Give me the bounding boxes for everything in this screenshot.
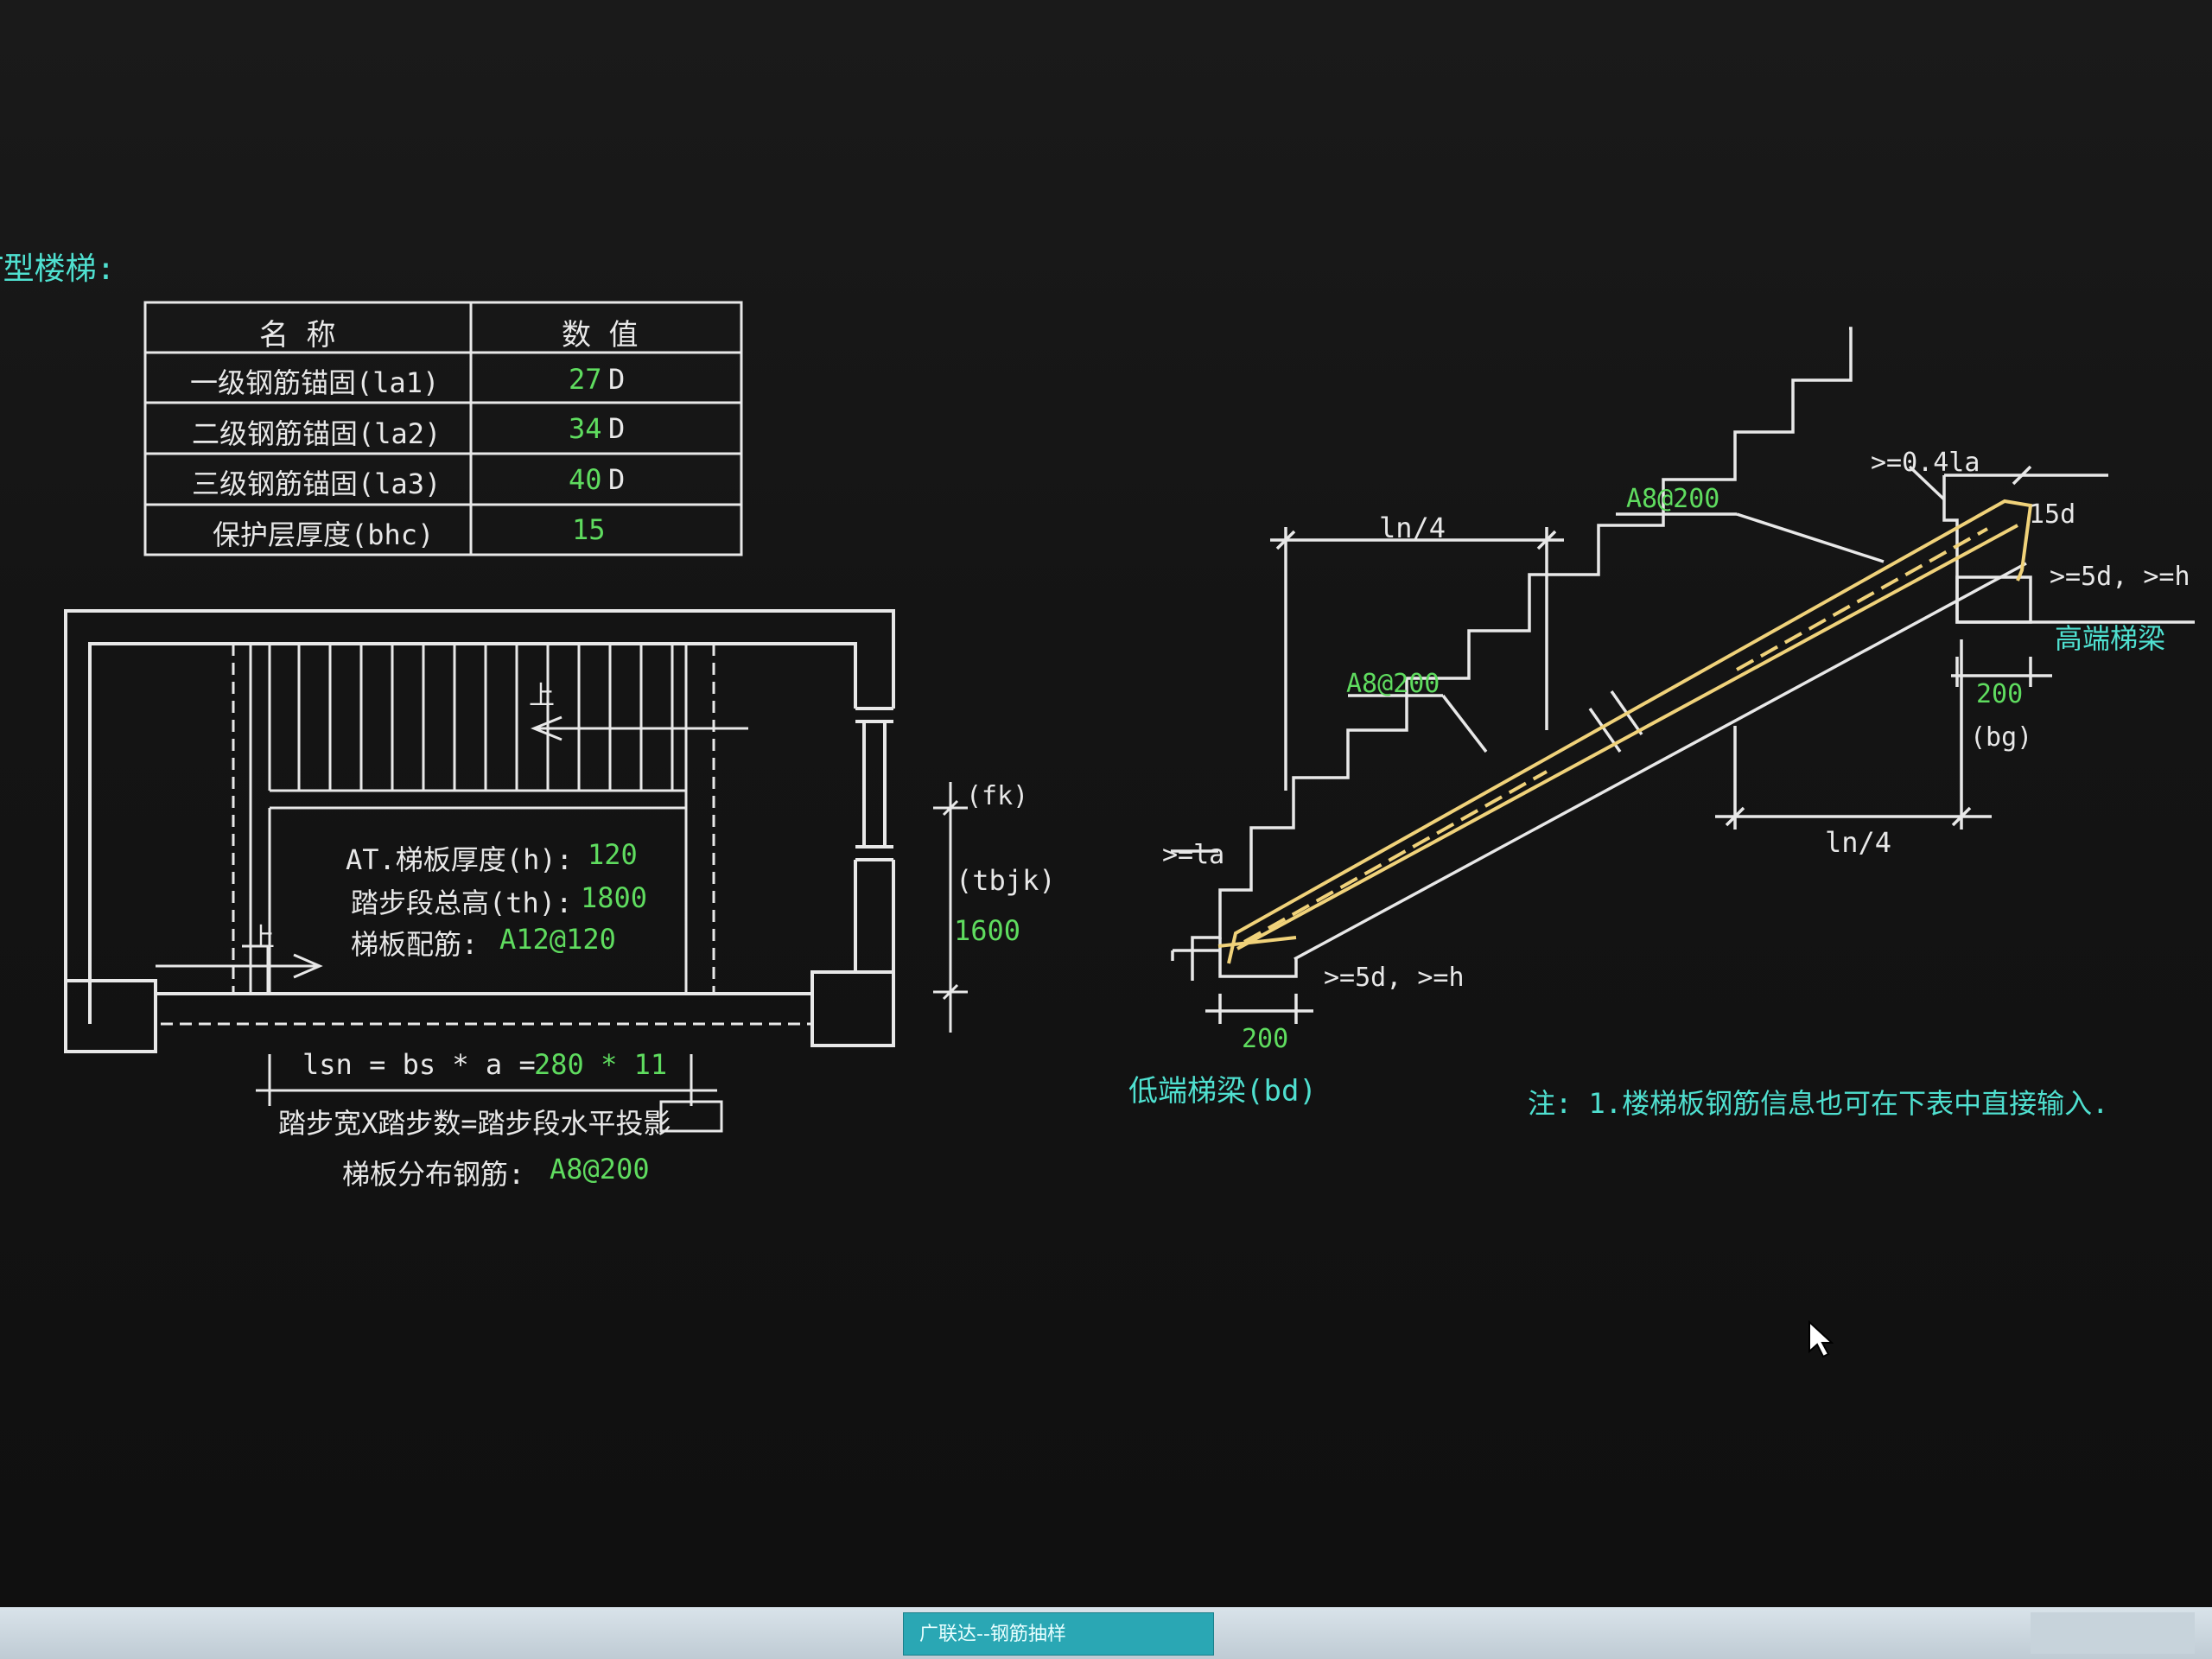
system-tray[interactable]	[2031, 1612, 2195, 1654]
table-row-unit: D	[608, 363, 626, 396]
stair-width-value[interactable]: 1600	[954, 914, 1021, 947]
anchor-top-label: >=0.4la	[1871, 448, 1980, 478]
table-row-value[interactable]: 34	[569, 412, 602, 445]
lsn-formula-value[interactable]: 280 * 11	[534, 1048, 668, 1081]
stair-plan-drawing	[64, 609, 968, 1133]
table-header-name: 名 称	[259, 318, 336, 353]
ln4-top-label: ln/4	[1379, 512, 1446, 544]
taskbar-window-button[interactable]: 广联达--钢筋抽样	[903, 1612, 1214, 1656]
rebar-mid-label[interactable]: A8@200	[1346, 669, 1440, 699]
low-beam-label: 低端梯梁(bd)	[1128, 1074, 1317, 1109]
formula-description: 踏步宽X踏步数=踏步段水平投影	[278, 1107, 671, 1140]
table-row-name: 二级钢筋锚固(la2)	[192, 417, 442, 450]
high-beam-label: 高端梯梁	[2055, 622, 2166, 655]
lsn-formula-prefix: lsn = bs * a =	[302, 1048, 536, 1081]
slab-rebar-label: 梯板配筋:	[351, 928, 479, 961]
stair-type-heading: T型楼梯:	[0, 251, 116, 287]
table-row-unit: D	[608, 412, 626, 445]
rebar-table-frame	[143, 301, 743, 556]
ln4-bottom-label: ln/4	[1825, 826, 1892, 859]
cad-drawing-area[interactable]: T型楼梯: 名 称 数 值 一级钢筋锚固(la1) 27 D 二级钢筋锚固(la…	[0, 0, 2212, 1607]
distribution-rebar-value[interactable]: A8@200	[550, 1153, 650, 1185]
thickness-label: AT.梯板厚度(h):	[346, 843, 573, 876]
table-row-name: 三级钢筋锚固(la3)	[192, 467, 442, 500]
table-header-value: 数 值	[562, 318, 639, 353]
thickness-value[interactable]: 120	[588, 838, 638, 871]
table-row-value[interactable]: 40	[569, 463, 602, 496]
table-row-name: 一级钢筋锚固(la1)	[190, 366, 440, 399]
hook-top-label: >=5d, >=h	[2050, 562, 2190, 592]
table-row-value[interactable]: 27	[569, 363, 602, 396]
low-beam-width[interactable]: 200	[1242, 1024, 1289, 1054]
la-low-label: >=la	[1162, 840, 1225, 870]
plan-up-label: 上	[249, 923, 275, 953]
rebar-top-label[interactable]: A8@200	[1626, 484, 1720, 514]
mouse-cursor-icon	[1808, 1320, 1834, 1358]
high-beam-width[interactable]: 200	[1976, 679, 2024, 709]
note-text: 注: 1.楼梯板钢筋信息也可在下表中直接输入.	[1528, 1087, 2109, 1120]
table-row-unit: D	[608, 463, 626, 496]
distribution-rebar-label: 梯板分布钢筋:	[342, 1158, 525, 1191]
hook-low-label: >=5d, >=h	[1324, 963, 1465, 993]
bg-label: (bg)	[1970, 722, 2033, 753]
slab-rebar-value[interactable]: A12@120	[499, 923, 616, 956]
tbjk-label: (tbjk)	[956, 864, 1056, 897]
fk-label: (fk)	[966, 781, 1029, 811]
total-height-label: 踏步段总高(th):	[351, 887, 573, 919]
stair-section-drawing	[1171, 327, 2195, 1024]
plan-up-label: 上	[529, 681, 555, 711]
total-height-value[interactable]: 1800	[581, 881, 648, 914]
d15-label: 15d	[2029, 499, 2076, 530]
table-row-value[interactable]: 15	[572, 513, 606, 546]
table-row-name: 保护层厚度(bhc)	[213, 518, 435, 551]
